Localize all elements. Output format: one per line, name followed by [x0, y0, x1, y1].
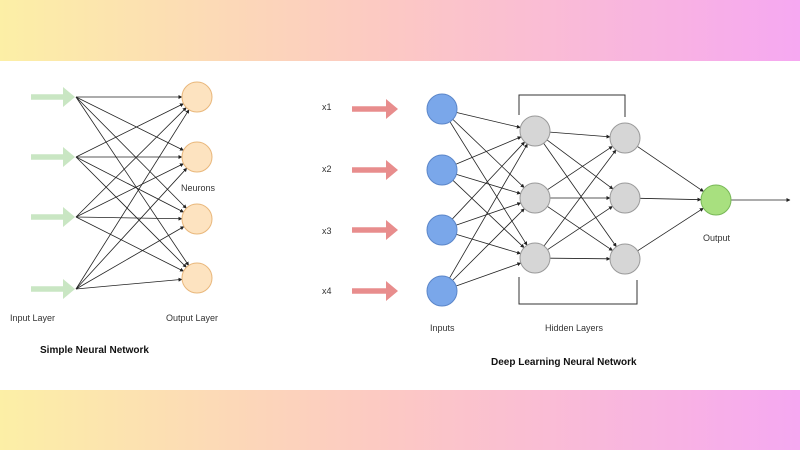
simple-connection	[75, 156, 185, 213]
simple-connection	[75, 107, 187, 218]
input-x2-label: x2	[322, 164, 332, 174]
output-label: Output	[703, 233, 731, 243]
hidden-layer-2-neuron	[609, 243, 641, 275]
deep-connection-hidden-output	[637, 146, 704, 192]
output-layer-label: Output Layer	[166, 313, 219, 323]
deep-input-neuron	[426, 275, 458, 307]
neurons-label: Neurons	[181, 183, 216, 193]
simple-connection	[75, 103, 184, 158]
simple-connection	[75, 96, 184, 151]
deep-input-arrow	[352, 160, 398, 180]
hidden-layer-1-neuron	[519, 182, 551, 214]
inputs-label: Inputs	[430, 323, 455, 333]
deep-connection-hidden-hidden	[549, 256, 611, 261]
deep-connection-hidden-output	[639, 197, 702, 202]
deep-connection-hidden-hidden	[543, 143, 617, 248]
simple-output-neuron	[181, 141, 213, 173]
deep-connection-input-hidden	[452, 119, 525, 188]
deep-connection-input-hidden	[456, 173, 522, 195]
deep-input-neuron	[426, 214, 458, 246]
simple-connection	[75, 277, 183, 290]
simple-connection	[75, 109, 190, 290]
deep-input-arrow	[352, 99, 398, 119]
simple-connection	[75, 167, 188, 290]
hidden-layers-label: Hidden Layers	[545, 323, 604, 333]
simple-connection	[75, 226, 185, 290]
deep-connection-hidden-output	[637, 207, 704, 252]
hidden-layer-bracket	[518, 94, 638, 305]
connections	[75, 95, 791, 290]
simple-connection	[75, 216, 183, 221]
deep-connection-input-hidden	[456, 202, 522, 226]
simple-connection	[75, 156, 187, 268]
deep-connection-hidden-hidden	[547, 205, 613, 251]
simple-output-neuron	[181, 81, 213, 113]
simple-input-arrow	[31, 279, 75, 299]
deep-input-arrow	[352, 281, 398, 301]
deep-connection-hidden-hidden	[549, 131, 611, 139]
input-x1-label: x1	[322, 102, 332, 112]
neurons	[181, 81, 732, 307]
bracket-top	[518, 94, 626, 117]
simple-connection	[75, 96, 187, 209]
deep-output-neuron	[700, 184, 732, 216]
input-x4-label: x4	[322, 286, 332, 296]
deep-input-neuron	[426, 154, 458, 186]
deep-input-neuron	[426, 93, 458, 125]
deep-connection-hidden-hidden	[543, 149, 617, 247]
deep-connection-input-hidden	[451, 141, 526, 220]
deep-connection-input-hidden	[452, 208, 525, 281]
input-layer-label: Input Layer	[10, 313, 56, 323]
simple-input-arrow	[31, 87, 75, 107]
deep-connection-hidden-hidden	[546, 139, 614, 190]
deep-connection-input-hidden	[449, 143, 528, 279]
input-arrows	[31, 87, 398, 301]
deep-connection-input-hidden	[455, 136, 522, 165]
deep-connection-hidden-hidden	[547, 145, 613, 191]
hidden-layer-1-neuron	[519, 242, 551, 274]
simple-connection	[75, 216, 184, 272]
hidden-layer-2-neuron	[609, 182, 641, 214]
simple-network-title: Simple Neural Network	[40, 345, 149, 356]
simple-output-neuron	[181, 262, 213, 294]
diagram-panel	[0, 61, 800, 390]
bracket-bottom	[518, 277, 638, 305]
simple-connection	[75, 96, 189, 266]
deep-input-arrow	[352, 220, 398, 240]
simple-output-neuron	[181, 203, 213, 235]
simple-input-arrow	[31, 207, 75, 227]
hidden-layer-1-neuron	[519, 115, 551, 147]
deep-connection-input-hidden	[456, 112, 521, 129]
input-x3-label: x3	[322, 226, 332, 236]
deep-connection-input-hidden	[456, 262, 522, 287]
deep-connection-input-hidden	[449, 121, 528, 246]
simple-input-arrow	[31, 147, 75, 167]
deep-connection-hidden-hidden	[547, 206, 613, 251]
deep-network-title: Deep Learning Neural Network	[491, 357, 637, 368]
simple-connection	[75, 163, 184, 218]
hidden-layer-2-neuron	[609, 122, 641, 154]
